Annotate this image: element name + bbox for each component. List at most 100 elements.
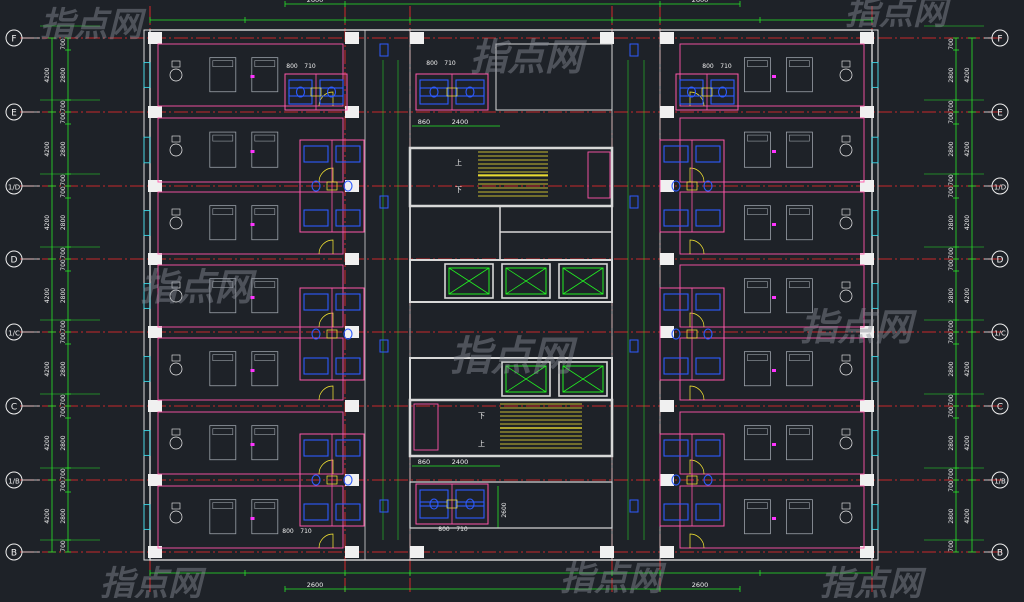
- bathtub-fixture: [303, 503, 329, 521]
- chair-symbol: [839, 143, 853, 157]
- axis-label: C: [997, 403, 1003, 413]
- structural-column: [860, 180, 874, 192]
- chair-symbol: [169, 289, 183, 303]
- bed-outline: [786, 131, 813, 168]
- corridor-door: [379, 339, 389, 353]
- dimension-text: 2800: [60, 435, 67, 450]
- dimension-text: 700: [60, 112, 67, 124]
- dimension-text: 700: [60, 186, 67, 198]
- structural-column: [860, 546, 874, 558]
- room-tag: [772, 223, 776, 226]
- linen-room: [409, 481, 613, 529]
- small-dimension-text: 710: [300, 528, 312, 535]
- toilet-fixture: [311, 180, 321, 192]
- bed-pillow: [212, 134, 234, 142]
- guest-room-outline: [679, 485, 865, 549]
- structural-column: [148, 32, 162, 44]
- lamp-symbol: [171, 502, 181, 510]
- bed-outline: [209, 205, 237, 241]
- bathtub-fixture: [335, 503, 361, 521]
- chair-symbol: [169, 362, 183, 376]
- structural-column: [410, 546, 424, 558]
- bed-pillow: [789, 428, 810, 435]
- dimension-text: 2400: [452, 118, 469, 126]
- lamp-symbol: [841, 60, 851, 68]
- elevator-cross: [505, 267, 547, 295]
- structural-column: [345, 546, 359, 558]
- stair-up-mark: 上: [478, 439, 485, 448]
- corridor-left: [364, 29, 411, 561]
- structural-column: [860, 400, 874, 412]
- stair-up-mark: 上: [455, 158, 462, 167]
- elevator-shaft: [501, 263, 551, 299]
- bathtub-fixture: [455, 489, 485, 507]
- bed-outline: [786, 351, 813, 387]
- lamp-symbol: [841, 502, 851, 510]
- bed-pillow: [212, 281, 234, 288]
- structural-column: [860, 253, 874, 265]
- structural-column: [148, 253, 162, 265]
- bathtub-fixture: [335, 357, 361, 375]
- lamp-symbol: [841, 354, 851, 362]
- door-swing: [318, 385, 334, 401]
- guest-room-outline: [679, 264, 865, 328]
- bed-outline: [209, 425, 237, 461]
- structural-column: [660, 180, 674, 192]
- lamp-symbol: [841, 281, 851, 289]
- elevator-car: [505, 267, 547, 295]
- corridor-door: [629, 43, 639, 57]
- guest-room-outline: [679, 411, 865, 475]
- toilet-fixture: [465, 498, 475, 510]
- dimension-text: 700: [60, 394, 67, 406]
- room-tag: [250, 517, 255, 520]
- bed-outline: [209, 131, 237, 168]
- small-dimension-text: 800: [426, 60, 438, 67]
- bed-outline: [251, 499, 279, 535]
- axis-label: E: [997, 109, 1003, 119]
- shaft-symbol: [686, 329, 698, 339]
- dimension-text: 700: [948, 100, 955, 112]
- door-swing: [689, 459, 705, 475]
- bed-outline: [744, 278, 771, 314]
- toilet-fixture: [703, 180, 713, 192]
- bathtub-fixture: [695, 357, 721, 375]
- toilet-fixture: [326, 86, 337, 98]
- dimension-text: 2800: [948, 361, 955, 376]
- service-room: [413, 403, 439, 451]
- dimension-text: 4200: [44, 508, 51, 523]
- stair-core-lower: [408, 398, 614, 458]
- chair-symbol: [839, 436, 853, 450]
- window: [143, 136, 151, 164]
- dimension-text: 700: [948, 247, 955, 259]
- door-swing: [689, 167, 705, 183]
- window: [871, 504, 879, 530]
- lamp-symbol: [841, 428, 851, 436]
- bathtub-fixture: [695, 209, 721, 227]
- dimension-text: 2800: [948, 508, 955, 523]
- dimension-text: 700: [948, 186, 955, 198]
- axis-label: 1/B: [994, 478, 1006, 486]
- structural-column: [148, 400, 162, 412]
- dimension-text: 700: [948, 320, 955, 332]
- watermark-text: 指点网: [800, 305, 918, 349]
- watermark-text: 指点网: [140, 265, 258, 309]
- bed-outline: [744, 57, 771, 93]
- elevator-shaft: [501, 361, 551, 397]
- bathtub-fixture: [335, 209, 361, 227]
- corridor-door: [379, 195, 389, 209]
- axis-label: 1/D: [8, 184, 20, 192]
- guest-room-outline: [157, 43, 344, 107]
- dimension-text: 2800: [60, 508, 67, 523]
- bathtub-fixture: [695, 503, 721, 521]
- small-dimension-text: 710: [444, 60, 456, 67]
- toilet-fixture: [686, 86, 697, 98]
- elevator-cross: [562, 267, 604, 295]
- dimension-text: 2600: [692, 581, 709, 589]
- room-tag: [772, 443, 776, 446]
- service-room: [587, 151, 611, 199]
- dimension-text: 700: [60, 540, 67, 552]
- lamp-symbol: [171, 281, 181, 289]
- bathtub-fixture: [455, 501, 485, 519]
- structural-column: [660, 32, 674, 44]
- shaft-symbol: [686, 475, 698, 485]
